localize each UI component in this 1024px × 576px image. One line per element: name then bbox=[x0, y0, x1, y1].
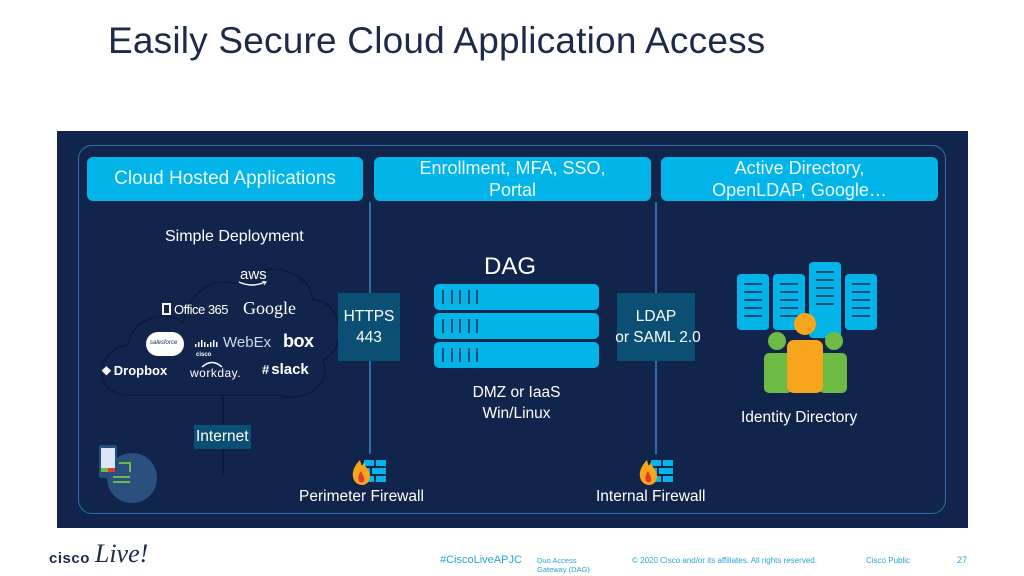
saml-label: or SAML 2.0 bbox=[615, 329, 701, 346]
dag-subtitle-line2: Win/Linux bbox=[482, 405, 551, 422]
session-line1: Duo Access bbox=[537, 556, 577, 565]
aws-logo: aws bbox=[238, 266, 267, 286]
header-label-line2: Portal bbox=[488, 180, 537, 200]
ldap-saml-box: LDAP or SAML 2.0 bbox=[615, 293, 701, 361]
port-443-label: 443 bbox=[356, 329, 382, 346]
header-cloud-hosted-applications: Cloud Hosted Applications bbox=[87, 157, 363, 201]
identity-directory-icon bbox=[737, 262, 877, 393]
header-label-line2: OpenLDAP, Google… bbox=[712, 180, 887, 200]
identity-directory-label: Identity Directory bbox=[741, 409, 858, 426]
dropbox-logo: ❖Dropbox bbox=[101, 363, 167, 378]
footer-copyright: © 2020 Cisco and/or its affiliates. All … bbox=[632, 556, 817, 565]
slide-title: Easily Secure Cloud Application Access bbox=[108, 20, 766, 61]
header-active-directory: Active Directory, OpenLDAP, Google… bbox=[661, 157, 938, 201]
dag-title: DAG bbox=[484, 253, 537, 280]
dag-subtitle: DMZ or IaaS Win/Linux bbox=[464, 382, 569, 424]
aws-logo-text: aws bbox=[240, 266, 267, 283]
workday-text: workday. bbox=[190, 366, 242, 380]
dag-server-3 bbox=[434, 342, 599, 368]
salesforce-text: salesforce bbox=[150, 340, 178, 346]
header-enrollment-mfa-sso: Enrollment, MFA, SSO, Portal bbox=[374, 157, 651, 201]
google-logo: Google bbox=[243, 298, 296, 318]
cisco-live-logo: cisco Live! bbox=[49, 539, 149, 568]
header-label: Cloud Hosted Applications bbox=[114, 168, 336, 189]
office-icon bbox=[162, 303, 171, 315]
slack-logo: #slack bbox=[262, 361, 309, 378]
server-vent-icon bbox=[442, 319, 478, 333]
diagram-frame bbox=[78, 145, 946, 514]
simple-deployment-label: Simple Deployment bbox=[165, 228, 304, 245]
server-vent-icon bbox=[442, 348, 478, 362]
aws-smile-icon bbox=[238, 281, 267, 286]
cloud-outline-icon bbox=[101, 268, 340, 399]
box-logo: box bbox=[283, 331, 314, 351]
slack-icon: # bbox=[262, 362, 270, 377]
footer-session: Duo Access Gateway (DAG) bbox=[537, 556, 590, 574]
office365-logo: Office 365 bbox=[162, 302, 229, 317]
dag-server-2 bbox=[434, 313, 599, 339]
perimeter-firewall-label: Perimeter Firewall bbox=[299, 488, 424, 505]
internal-firewall-icon bbox=[639, 460, 673, 485]
salesforce-logo: salesforce bbox=[146, 332, 184, 356]
server-vent-icon bbox=[442, 290, 478, 304]
cisco-wordmark: cisco bbox=[49, 550, 90, 567]
workday-arc-icon bbox=[201, 361, 223, 368]
page-number: 27 bbox=[957, 555, 968, 565]
internal-firewall-label: Internal Firewall bbox=[596, 488, 706, 505]
ldap-label: LDAP bbox=[635, 308, 677, 325]
header-label-line1: Enrollment, MFA, SSO, bbox=[419, 158, 606, 178]
https-label: HTTPS bbox=[343, 308, 395, 325]
webex-logo: WebEx bbox=[223, 334, 272, 351]
https-port-box: HTTPS 443 bbox=[338, 293, 400, 361]
office365-text: Office 365 bbox=[174, 302, 229, 317]
cisco-logo: cisco bbox=[194, 335, 220, 358]
footer-hashtag: #CiscoLiveAPJC bbox=[440, 554, 522, 566]
cisco-bars-icon bbox=[195, 340, 218, 347]
slack-text: slack bbox=[271, 361, 309, 378]
perimeter-firewall-icon bbox=[352, 460, 386, 485]
workday-logo: workday. bbox=[190, 361, 242, 380]
dropbox-icon: ❖ bbox=[101, 364, 112, 378]
dag-subtitle-line1: DMZ or IaaS bbox=[472, 384, 561, 401]
live-script: Live! bbox=[94, 539, 149, 568]
footer-classification: Cisco Public bbox=[866, 556, 911, 565]
internet-label: Internet bbox=[194, 425, 251, 449]
mobile-device-icon bbox=[99, 445, 131, 483]
dag-server-1 bbox=[434, 284, 599, 310]
cisco-text: cisco bbox=[196, 352, 212, 358]
session-line2: Gateway (DAG) bbox=[537, 565, 590, 574]
dropbox-text: Dropbox bbox=[113, 363, 168, 378]
header-label-line1: Active Directory, bbox=[734, 158, 865, 178]
